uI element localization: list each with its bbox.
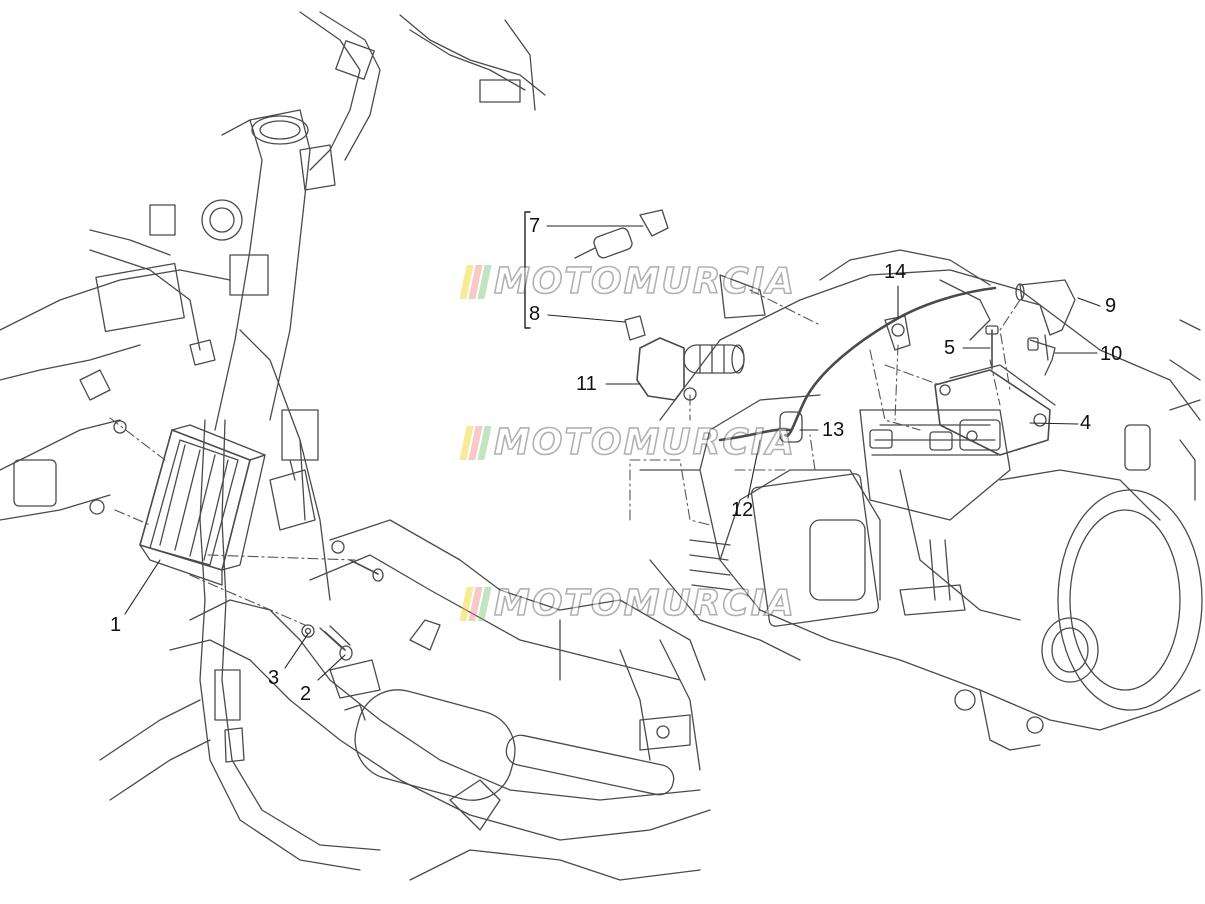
scooter-frame-drawing [0,11,711,881]
engine-drawing [574,209,1203,751]
part-label-9[interactable]: 9 [1105,295,1117,317]
part-label-10[interactable]: 10 [1100,343,1123,365]
spark-plug-cap-drawing [1015,279,1076,361]
part-label-11[interactable]: 11 [576,373,597,395]
part-label-7[interactable]: 7 [529,215,541,237]
connector-parts-drawing [574,209,766,341]
part-label-4[interactable]: 4 [1080,412,1092,434]
part-label-3[interactable]: 3 [268,667,280,689]
part-label-14[interactable]: 14 [884,261,907,283]
ignition-coil-drawing [934,364,1056,456]
ht-cable-drawing [718,286,997,443]
part-label-13[interactable]: 13 [822,419,845,441]
bolt-washer-drawing [301,540,384,721]
leader-lines [124,211,1101,681]
pickup-sensor-drawing [636,337,745,401]
part-label-8[interactable]: 8 [529,303,541,325]
part-label-12[interactable]: 12 [731,499,754,521]
voltage-regulator-drawing [139,424,266,586]
part-label-1[interactable]: 1 [110,614,122,636]
part-label-5[interactable]: 5 [944,337,956,359]
assembly-dash-lines [109,289,1021,626]
part-label-2[interactable]: 2 [300,683,312,705]
